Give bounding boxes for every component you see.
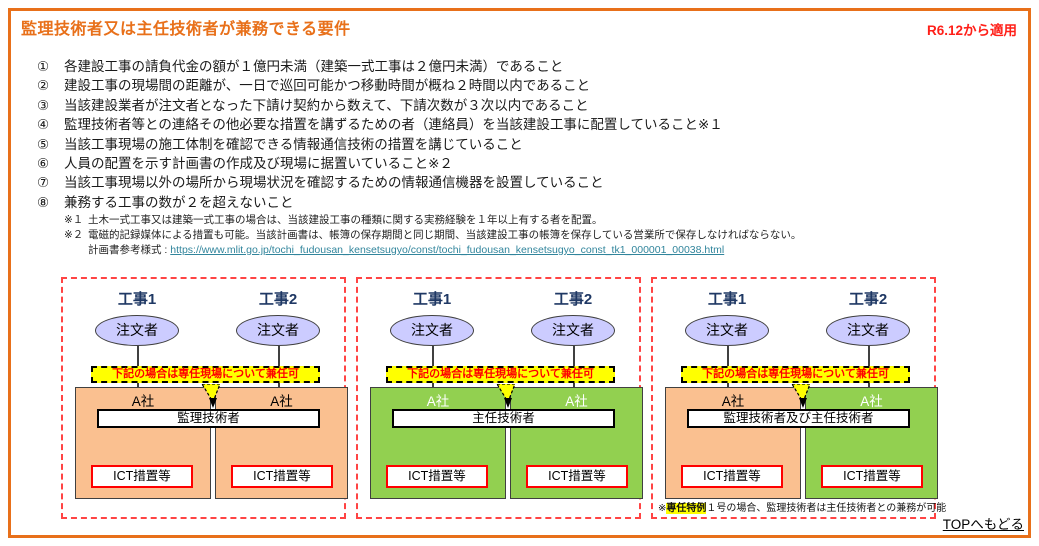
footnote-2-label: ※２ [64, 229, 84, 241]
requirement-text: 兼務する工事の数が２を超えないこと [64, 194, 294, 210]
project-2-heading: 工事2 [258, 291, 298, 308]
form-reference-label: 計画書参考様式 : [88, 244, 171, 256]
footnote-prefix: ※ [658, 503, 667, 514]
diagram-kanri: 工事1 工事2 注文者 注文者 下記の場合は専任現場について兼任可 A社 A社 … [61, 277, 348, 519]
footnotes: ※１ 土木一式工事又は建築一式工事の場合は、当該建設工事の種類に関する実務経験を１… [64, 213, 801, 258]
orderer-ellipse: 注文者 [95, 315, 179, 346]
callout-bubble: 下記の場合は専任現場について兼任可 [386, 366, 615, 383]
requirement-text: 人員の配置を示す計画書の作成及び現場に据置いていること※２ [64, 156, 453, 172]
footnote-1: ※１ 土木一式工事又は建築一式工事の場合は、当該建設工事の種類に関する実務経験を１… [64, 213, 801, 228]
requirement-text: 当該工事現場以外の場所から現場状況を確認するための情報通信機器を設置していること [64, 175, 604, 191]
ict-measure-box: ICT措置等 [386, 465, 488, 488]
requirement-text: 各建設工事の請負代金の額が１億円未満（建築一式工事は２億円未満）であること [64, 59, 564, 74]
footnote-highlight: 専任特例 [666, 503, 707, 514]
footnote-1-text: 土木一式工事又は建築一式工事の場合は、当該建設工事の種類に関する実務経験を１年以… [88, 214, 603, 226]
ict-measure-box: ICT措置等 [231, 465, 333, 488]
orderer-ellipse: 注文者 [826, 315, 910, 346]
project-2-heading: 工事2 [553, 291, 593, 308]
back-to-top-link[interactable]: TOPへもどる [942, 517, 1024, 532]
requirement-item: ⑧ 兼務する工事の数が２を超えないこと [37, 193, 723, 212]
engineer-box: 監理技術者 [97, 409, 320, 428]
requirement-text: 建設工事の現場間の距離が、一日で巡回可能かつ移動時間が概ね２時間以内であること [64, 78, 591, 94]
ict-measure-box: ICT措置等 [91, 465, 193, 488]
project-1-heading: 工事1 [412, 291, 452, 308]
ict-measure-box: ICT措置等 [526, 465, 628, 488]
footnote-rest: １号の場合、監理技術者は主任技術者との兼務が可能 [706, 503, 947, 514]
requirement-item: ① 各建設工事の請負代金の額が１億円未満（建築一式工事は２億円未満）であること [37, 57, 723, 76]
requirement-item: ⑤ 当該工事現場の施工体制を確認できる情報通信技術の措置を講じていること [37, 135, 723, 154]
orderer-ellipse: 注文者 [390, 315, 474, 346]
diagrams: 工事1 工事2 注文者 注文者 下記の場合は専任現場について兼任可 A社 A社 … [61, 277, 946, 519]
ict-measure-box: ICT措置等 [681, 465, 783, 488]
callout-tail-arrow-icon [789, 383, 813, 415]
requirement-number: ③ [37, 97, 50, 113]
requirement-item: ⑦ 当該工事現場以外の場所から現場状況を確認するための情報通信機器を設置しているこ… [37, 173, 723, 192]
requirements-list: ① 各建設工事の請負代金の額が１億円未満（建築一式工事は２億円未満）であること ②… [37, 57, 723, 212]
footnote-2-text: 電磁的記録媒体による措置も可能。当該計画書は、帳簿の保存期間と同じ期間、当該建設… [88, 229, 802, 241]
apply-date-note: R6.12から適用 [926, 23, 1017, 38]
callout-tail-arrow-icon [494, 383, 518, 415]
page-title: 監理技術者又は主任技術者が兼務できる要件 [21, 21, 351, 38]
requirement-number: ⑤ [37, 136, 50, 152]
requirement-number: ⑧ [37, 194, 50, 210]
footnote-2: ※２ 電磁的記録媒体による措置も可能。当該計画書は、帳簿の保存期間と同じ期間、当該… [64, 228, 801, 243]
callout-bubble: 下記の場合は専任現場について兼任可 [91, 366, 320, 383]
requirement-number: ④ [37, 117, 50, 133]
diagram-shunin: 工事1 工事2 注文者 注文者 下記の場合は専任現場について兼任可 A社 A社 … [356, 277, 643, 519]
footnote-1-label: ※１ [64, 214, 84, 226]
callout-tail-arrow-icon [199, 383, 223, 415]
requirement-number: ⑥ [37, 156, 50, 172]
requirement-text: 監理技術者等との連絡その他必要な措置を講ずるための者（連絡員）を当該建設工事に配… [64, 117, 723, 133]
requirement-number: ⑦ [37, 175, 50, 191]
requirement-text: 当該工事現場の施工体制を確認できる情報通信技術の措置を講じていること [64, 136, 523, 152]
project-2-heading: 工事2 [848, 291, 888, 308]
engineer-box: 主任技術者 [392, 409, 615, 428]
requirement-number: ① [37, 59, 50, 74]
engineer-box: 監理技術者及び主任技術者 [687, 409, 910, 428]
project-1-heading: 工事1 [117, 291, 157, 308]
requirement-text: 当該建設業者が注文者となった下請け契約から数えて、下請次数が３次以内であること [64, 97, 589, 113]
requirement-item: ③ 当該建設業者が注文者となった下請け契約から数えて、下請次数が３次以内であること [37, 96, 723, 115]
orderer-ellipse: 注文者 [236, 315, 320, 346]
project-1-heading: 工事1 [707, 291, 747, 308]
callout-bubble: 下記の場合は専任現場について兼任可 [681, 366, 910, 383]
form-reference-link[interactable]: https://www.mlit.go.jp/tochi_fudousan_ke… [170, 244, 725, 256]
requirement-number: ② [37, 78, 50, 94]
ict-measure-box: ICT措置等 [821, 465, 923, 488]
orderer-ellipse: 注文者 [685, 315, 769, 346]
requirement-item: ② 建設工事の現場間の距離が、一日で巡回可能かつ移動時間が概ね２時間以内であること [37, 76, 723, 95]
requirement-item: ⑥ 人員の配置を示す計画書の作成及び現場に据置いていること※２ [37, 154, 723, 173]
requirement-item: ④ 監理技術者等との連絡その他必要な措置を講ずるための者（連絡員）を当該建設工事に… [37, 115, 723, 134]
diagram-kanri-and-shunin: 工事1 工事2 注文者 注文者 下記の場合は専任現場について兼任可 A社 A社 … [651, 277, 946, 519]
orderer-ellipse: 注文者 [531, 315, 615, 346]
form-reference-row: 計画書参考様式 : https://www.mlit.go.jp/tochi_f… [64, 243, 801, 258]
special-exception-footnote: ※専任特例１号の場合、監理技術者は主任技術者との兼務が可能 [658, 499, 946, 514]
